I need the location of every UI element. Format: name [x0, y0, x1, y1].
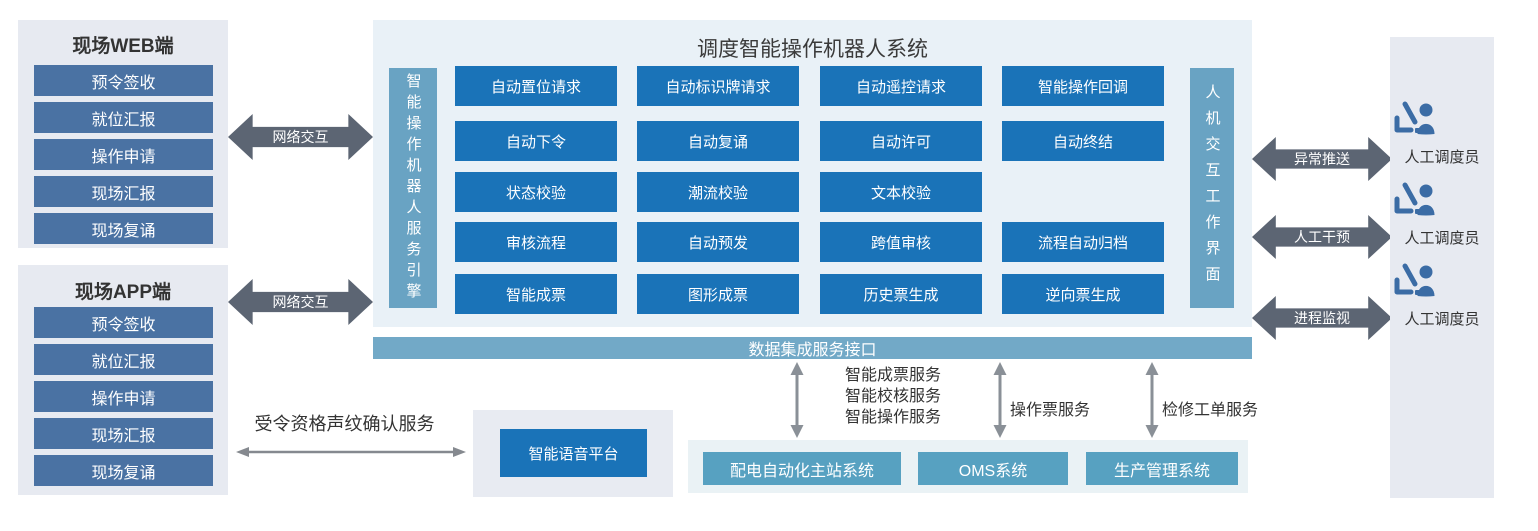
service-engine-label: 智能操作机器人服务引擎 [404, 72, 422, 304]
hmi-label: 人机交互工作界面 [1203, 84, 1221, 292]
svc-maintenance-order-service: 检修工单服务 [1162, 402, 1259, 419]
network-arrow-web: 网络交互 [228, 114, 373, 160]
svc-operation-ticket-service: 操作票服务 [1010, 402, 1091, 419]
fn-auto-archive: 流程自动归档 [1002, 222, 1164, 262]
svc-smart-operate-service: 智能操作服务 [845, 409, 942, 426]
system-oms: OMS系统 [918, 452, 1068, 485]
web-client-panel: 现场WEB端 预令签收 就位汇报 操作申请 现场汇报 现场复诵 [18, 20, 228, 248]
fn-status-check: 状态校验 [455, 172, 617, 212]
web-item-inplace-report: 就位汇报 [34, 102, 213, 133]
service-labels-group1: 智能成票服务 智能校核服务 智能操作服务 [845, 365, 941, 428]
external-systems-panel: 配电自动化主站系统 OMS系统 生产管理系统 [688, 440, 1248, 493]
web-item-site-report: 现场汇报 [34, 176, 213, 207]
service-engine-bar: 智能操作机器人服务引擎 [389, 68, 437, 308]
vertical-arrow-2-icon [993, 362, 1007, 438]
data-integration-bus-label: 数据集成服务接口 [748, 342, 877, 359]
dispatcher-at-desk-icon [1394, 182, 1435, 216]
app-item-site-report: 现场汇报 [34, 418, 213, 449]
system-production-mgmt: 生产管理系统 [1086, 452, 1238, 485]
robot-system-title: 调度智能操作机器人系统 [697, 38, 928, 61]
dispatcher-3-label: 人工调度员 [1404, 311, 1480, 328]
app-item-site-repeat: 现场复诵 [34, 455, 213, 486]
svc-smart-check-service: 智能校核服务 [845, 388, 942, 405]
voice-platform-button: 智能语音平台 [500, 429, 647, 477]
vertical-arrow-3-icon [1145, 362, 1159, 438]
dispatcher-3 [1390, 263, 1494, 303]
fn-cross-shift-review: 跨值审核 [820, 222, 982, 262]
app-item-inplace-report: 就位汇报 [34, 344, 213, 375]
app-client-title: 现场APP端 [74, 282, 172, 303]
exception-push-label: 异常推送 [1294, 151, 1350, 167]
voice-platform-panel: 智能语音平台 [473, 410, 673, 497]
exception-push-arrow: 异常推送 [1252, 137, 1392, 181]
dispatcher-1 [1390, 101, 1494, 141]
dispatcher-at-desk-icon [1394, 101, 1435, 135]
fn-reverse-ticket: 逆向票生成 [1002, 274, 1164, 314]
robot-system-panel: 调度智能操作机器人系统 智能操作机器人服务引擎 人机交互工作界面 自动置位请求 … [373, 20, 1252, 327]
data-integration-bus: 数据集成服务接口 [373, 337, 1252, 359]
fn-auto-permit: 自动许可 [820, 121, 982, 161]
svc-smart-ticket-service: 智能成票服务 [845, 367, 942, 384]
web-client-title: 现场WEB端 [72, 36, 174, 57]
network-arrow-app: 网络交互 [228, 279, 373, 325]
fn-auto-position-request: 自动置位请求 [455, 66, 617, 106]
process-monitor-label: 进程监视 [1294, 310, 1350, 326]
network-arrow-web-label: 网络交互 [272, 129, 329, 145]
network-arrow-app-label: 网络交互 [272, 294, 329, 310]
dispatcher-panel: 人工调度员 人工调度员 人工调度员 [1390, 37, 1494, 498]
web-item-order-sign: 预令签收 [34, 65, 213, 96]
voiceprint-arrow-icon [236, 447, 466, 457]
process-monitor-arrow: 进程监视 [1252, 296, 1392, 340]
fn-graphic-ticket: 图形成票 [637, 274, 799, 314]
system-distribution-master: 配电自动化主站系统 [703, 452, 901, 485]
fn-text-check: 文本校验 [820, 172, 982, 212]
fn-auto-finish: 自动终结 [1002, 121, 1164, 161]
vertical-arrow-1-icon [790, 362, 804, 438]
fn-powerflow-check: 潮流校验 [637, 172, 799, 212]
fn-auto-remote-request: 自动遥控请求 [820, 66, 982, 106]
fn-smart-ticket: 智能成票 [455, 274, 617, 314]
dispatcher-1-label: 人工调度员 [1404, 149, 1480, 166]
dispatcher-at-desk-icon [1394, 263, 1435, 297]
dispatcher-2 [1390, 182, 1494, 222]
web-item-op-apply: 操作申请 [34, 139, 213, 170]
fn-auto-repeat: 自动复诵 [637, 121, 799, 161]
manual-intervention-label: 人工干预 [1294, 229, 1350, 245]
fn-auto-command: 自动下令 [455, 121, 617, 161]
fn-smart-op-callback: 智能操作回调 [1002, 66, 1164, 106]
app-item-order-sign: 预令签收 [34, 307, 213, 338]
fn-auto-tag-request: 自动标识牌请求 [637, 66, 799, 106]
voiceprint-service-label: 受令资格声纹确认服务 [254, 414, 435, 434]
web-item-site-repeat: 现场复诵 [34, 213, 213, 244]
manual-intervention-arrow: 人工干预 [1252, 215, 1392, 259]
dispatcher-2-label: 人工调度员 [1404, 230, 1480, 247]
fn-review-flow: 审核流程 [455, 222, 617, 262]
app-client-panel: 现场APP端 预令签收 就位汇报 操作申请 现场汇报 现场复诵 [18, 265, 228, 495]
hmi-bar: 人机交互工作界面 [1190, 68, 1234, 308]
app-item-op-apply: 操作申请 [34, 381, 213, 412]
fn-history-ticket: 历史票生成 [820, 274, 982, 314]
fn-auto-preissue: 自动预发 [637, 222, 799, 262]
